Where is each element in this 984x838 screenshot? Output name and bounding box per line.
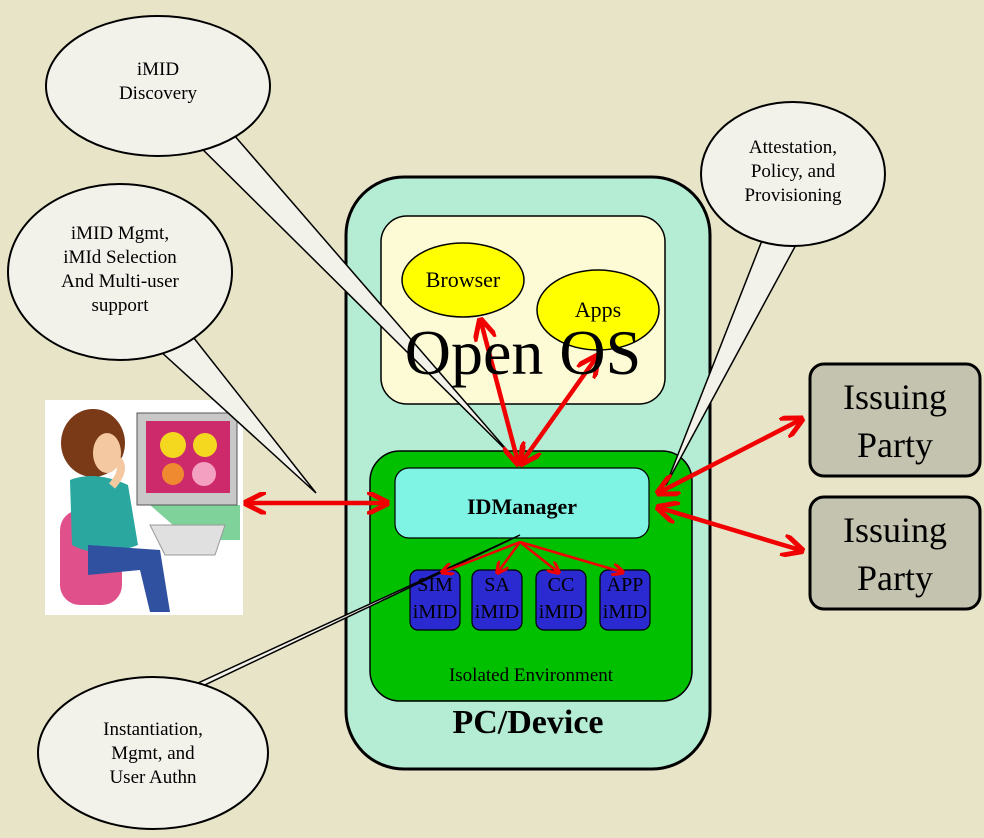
callout-bubble	[45, 15, 271, 157]
arrow-idmanager-imid	[519, 540, 622, 572]
idmanager-label: IDManager	[467, 494, 577, 519]
isolated-environment-label: Isolated Environment	[448, 665, 614, 686]
apps-label: Apps	[574, 297, 622, 322]
red-arrows	[248, 322, 800, 572]
browser-bubble	[401, 242, 525, 318]
arrow-idmanager-imid	[498, 541, 522, 572]
callout-instantiation-text: Instantiation, Mgmt, and User Authn	[103, 719, 203, 788]
imid-label-bottom: iMID	[538, 601, 584, 623]
callout-attestation-text: Attestation, Policy, and Provisioning	[744, 137, 842, 206]
issuing-party-line2: Party	[857, 425, 933, 465]
issuing-party-box	[808, 362, 982, 478]
device-title: PC/Device	[452, 704, 604, 741]
issuing-party-line2: Party	[857, 558, 933, 598]
imid-label-bottom: iMID	[602, 601, 648, 623]
issuing-party-box	[808, 495, 982, 611]
imid-label-top: APP	[606, 574, 644, 596]
imid-label-top: SA	[484, 574, 510, 596]
arrow-idmanager-imid	[443, 540, 521, 572]
callout-bubble	[700, 101, 886, 247]
arrow-idmanager-imid	[519, 541, 558, 572]
callout-discovery-text: iMID Discovery	[118, 59, 198, 104]
imid-label-top: CC	[547, 574, 575, 596]
callout-bubble	[7, 183, 233, 361]
user-at-computer-illustration	[45, 400, 243, 615]
imid-label-bottom: iMID	[474, 601, 520, 623]
issuing-party-line1: Issuing	[842, 510, 947, 550]
open-os-label: Open OS	[404, 317, 642, 388]
imid-label-top: SIM	[417, 574, 453, 596]
arrow-idmanager-issuer-bottom	[660, 508, 800, 550]
imid-label-bottom: iMID	[412, 601, 458, 623]
callout-mgmt-text: iMID Mgmt, iMId Selection And Multi-user…	[61, 223, 179, 316]
callout-bubble	[37, 676, 269, 830]
arrow-apps-idmanager	[522, 358, 596, 462]
browser-label: Browser	[425, 267, 501, 292]
arrow-idmanager-issuer-top	[660, 420, 800, 492]
issuing-party-line1: Issuing	[842, 377, 947, 417]
imid-chip	[409, 569, 461, 631]
arrow-browser-idmanager	[481, 322, 518, 462]
